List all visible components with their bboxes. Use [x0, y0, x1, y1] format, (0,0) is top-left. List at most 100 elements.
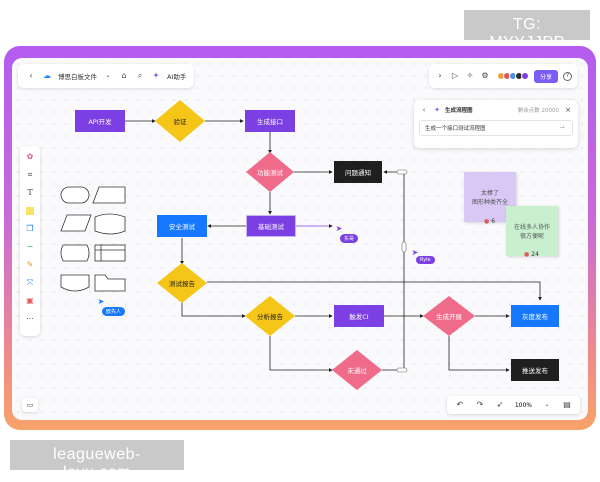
redo-icon[interactable]: ↷ — [476, 400, 484, 409]
ai-icon: ✦ — [152, 71, 160, 80]
node-push-release[interactable]: 推送发布 — [511, 359, 559, 381]
node-func-test[interactable]: 功能测试 — [246, 152, 294, 192]
tape-shape[interactable] — [94, 213, 126, 235]
internal-storage-shape[interactable] — [94, 244, 126, 262]
node-security-test[interactable]: 安全测试 — [157, 215, 207, 237]
whiteboard-app: ‹ ☁ 博思白板文件 ⌄ ⌂ ⌕ ✦ AI助手 › ▷ ✧ ⚙ 分享 ? ‹ ✦… — [12, 58, 588, 420]
minimap-toggle[interactable]: ▭ — [22, 398, 38, 412]
node-gen-pipeline[interactable]: 生成开展 — [423, 296, 475, 336]
sticky-note-icon[interactable] — [25, 206, 35, 216]
node-issue-notify[interactable]: 问题通知 — [334, 161, 382, 183]
ai-generate-panel: ‹ ✦ 生成流程图 剩余点数 20000 × 生成一个接口测试流程图 → — [414, 100, 578, 148]
chevron-down-icon[interactable]: ⌄ — [105, 72, 111, 79]
chevron-right-icon[interactable]: › — [438, 71, 442, 80]
node-label: 功能测试 — [257, 169, 283, 177]
connector-handle[interactable] — [396, 367, 408, 373]
node-test-report[interactable]: 测试报告 — [157, 263, 207, 303]
sticky-text: 在线多人协作 — [513, 224, 550, 231]
bottom-controls: ↶ ↷ ➶ 100% ⌄ ▤ — [446, 396, 580, 414]
node-label: 未通过 — [347, 367, 367, 375]
edge — [269, 336, 333, 372]
avatar-group[interactable] — [496, 72, 529, 80]
node-gen-api[interactable]: 生成接口 — [245, 110, 295, 132]
folder-shape[interactable] — [94, 274, 126, 292]
node-analysis-report[interactable]: 分析报告 — [245, 296, 295, 336]
more-icon[interactable]: ⋯ — [26, 314, 34, 323]
node-label: 验证 — [173, 118, 187, 126]
layout-icon[interactable]: ▤ — [563, 400, 571, 409]
credits-label: 剩余点数 20000 — [517, 108, 559, 114]
avatar[interactable] — [520, 72, 529, 80]
edge — [382, 170, 405, 371]
reaction-count: 24 — [531, 251, 539, 258]
chevron-down-icon[interactable]: ⌄ — [544, 401, 550, 408]
top-right-toolbar: › ▷ ✧ ⚙ 分享 ? — [428, 64, 578, 88]
cursor-label: 东哥 — [340, 234, 359, 243]
node-label: 测试报告 — [169, 280, 195, 288]
celebrate-icon[interactable]: ✧ — [466, 71, 474, 80]
document-title[interactable]: 博思白板文件 — [58, 73, 97, 81]
close-icon[interactable]: × — [565, 105, 571, 114]
cursor-label: Ryle — [416, 256, 435, 264]
ai-assistant-button[interactable]: AI助手 — [167, 73, 187, 81]
cursor-icon: ➤ — [97, 297, 105, 306]
parallelogram-shape[interactable] — [60, 214, 92, 232]
connector-icon[interactable]: ∽ — [26, 242, 34, 251]
terminator-shape[interactable] — [60, 186, 90, 204]
play-icon[interactable]: ▷ — [451, 71, 459, 80]
share-button[interactable]: 分享 — [533, 69, 558, 83]
panel-title: 生成流程图 — [445, 108, 473, 114]
top-toolbar: ‹ ☁ 博思白板文件 ⌄ ⌂ ⌕ ✦ AI助手 — [18, 64, 195, 88]
ai-prompt-text: 生成一个接口测试流程图 — [425, 126, 486, 132]
ai-prompt-input[interactable]: 生成一个接口测试流程图 → — [419, 120, 573, 136]
edge — [181, 302, 246, 318]
chevron-left-icon[interactable]: ‹ — [422, 105, 426, 114]
text-icon[interactable]: T — [27, 188, 33, 197]
node-verify[interactable]: 验证 — [155, 100, 205, 142]
node-trigger-ci[interactable]: 触发CI — [334, 305, 384, 327]
help-icon[interactable]: ? — [563, 71, 572, 81]
pen-icon[interactable]: ✎ — [26, 260, 34, 269]
palette-icon[interactable]: ✿ — [26, 152, 34, 161]
reaction-badge[interactable]: ● 6 — [484, 218, 495, 225]
cursor-icon: ➤ — [335, 224, 343, 233]
node-gray-release[interactable]: 灰度发布 — [511, 305, 559, 327]
ai-icon: ✦ — [434, 105, 440, 114]
connector-handle[interactable] — [396, 169, 408, 175]
template-icon[interactable]: ▣ — [26, 296, 34, 305]
manual-input-shape[interactable] — [92, 186, 126, 204]
pointer-icon[interactable]: ➶ — [496, 400, 504, 409]
document-shape[interactable] — [60, 274, 90, 292]
left-toolbar: ✿ ⌗ T ❐ ∽ ✎ ⤧ ▣ ⋯ — [20, 146, 40, 336]
node-label: 生成开展 — [436, 313, 462, 321]
reaction-badge[interactable]: ● 24 — [524, 251, 539, 258]
shapes-icon[interactable]: ❐ — [26, 224, 34, 233]
watermark-top: TG: MYYJJPP — [464, 10, 590, 51]
mindmap-icon[interactable]: ⤧ — [26, 278, 34, 287]
search-icon[interactable]: ⌕ — [137, 71, 143, 80]
minimap-icon: ▭ — [26, 400, 34, 409]
cloud-icon: ☁ — [43, 71, 51, 80]
cursor-icon: ➤ — [411, 248, 419, 257]
undo-icon[interactable]: ↶ — [456, 400, 464, 409]
frame-icon[interactable]: ⌗ — [27, 170, 33, 179]
node-label: 分析报告 — [257, 313, 283, 321]
cursor-label: 欧先人 — [102, 307, 126, 316]
node-basic-test[interactable]: 基础测试 — [246, 215, 296, 237]
arrow-right-icon[interactable]: → — [559, 124, 565, 131]
node-fail[interactable]: 未通过 — [332, 350, 382, 390]
zoom-level[interactable]: 100% — [514, 401, 532, 409]
watermark-bottom: leagueweb-leyu.com — [10, 440, 184, 481]
shape-library — [60, 186, 126, 292]
sticky-text: 太棒了 — [480, 190, 499, 197]
sticky-text: 图形种类齐全 — [471, 199, 508, 206]
node-api-dev[interactable]: API开发 — [75, 110, 125, 132]
connector-handle[interactable] — [401, 241, 407, 253]
edge — [448, 336, 510, 372]
emoji-icon: ● — [524, 251, 530, 258]
sticky-note-green[interactable]: 在线多人协作 很方便呢 — [506, 206, 558, 256]
stored-data-shape[interactable] — [60, 244, 90, 262]
gear-icon[interactable]: ⚙ — [481, 71, 489, 80]
tag-icon[interactable]: ⌂ — [121, 71, 127, 80]
chevron-left-icon[interactable]: ‹ — [29, 71, 33, 80]
